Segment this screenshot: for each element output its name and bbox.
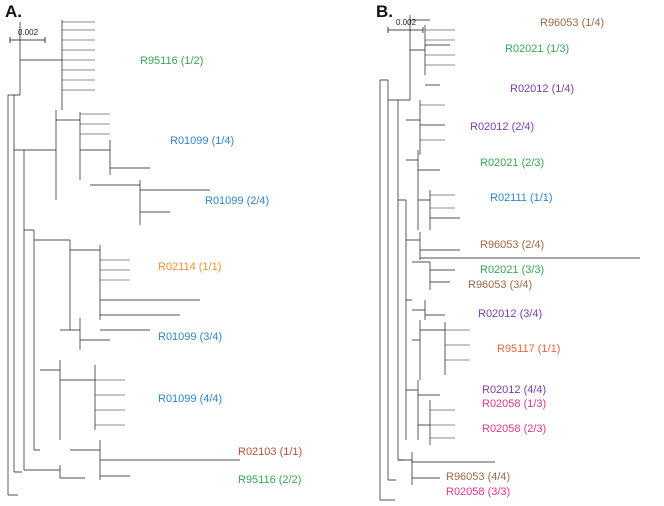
clade-label-b-6: R02111 (1/1): [490, 192, 553, 204]
clade-label-b-12: R02012 (4/4): [482, 384, 546, 396]
panel-b-scale-bar: 0.002: [387, 18, 424, 33]
clade-label-b-15: R96053 (4/4): [446, 471, 510, 483]
panel-b: B. 0.002: [376, 2, 640, 501]
clade-label-b-13: R02058 (1/3): [482, 398, 546, 410]
panel-b-scale-label: 0.002: [396, 18, 417, 27]
panel-a-scale-bar: 0.002: [9, 28, 46, 43]
panel-a-leaves: [62, 21, 130, 426]
panel-b-tree: [379, 15, 640, 501]
clade-label-a-1: R95116 (1/2): [140, 55, 203, 67]
panel-b-leaves: [420, 29, 470, 439]
clade-label-a-7: R02103 (1/1): [238, 446, 302, 458]
clade-label-b-8: R02021 (3/3): [480, 264, 544, 276]
clade-label-b-7: R96053 (2/4): [480, 239, 544, 251]
clade-label-b-14: R02058 (2/3): [482, 423, 546, 435]
clade-label-a-2: R01099 (1/4): [170, 135, 234, 147]
panel-a-label: A.: [5, 2, 22, 21]
clade-label-a-5: R01099 (3/4): [158, 331, 222, 343]
clade-label-b-10: R02012 (3/4): [478, 308, 542, 320]
clade-label-b-2: R02021 (1/3): [505, 43, 569, 55]
clade-label-b-4: R02012 (2/4): [470, 121, 534, 133]
clade-label-a-6: R01099 (4/4): [158, 393, 222, 405]
clade-label-b-1: R96053 (1/4): [540, 17, 604, 29]
clade-label-b-9: R96053 (3/4): [468, 279, 532, 291]
panel-a-tree: [7, 20, 240, 496]
clade-label-b-5: R02021 (2/3): [480, 157, 544, 169]
clade-label-b-3: R02012 (1/4): [510, 83, 574, 95]
clade-label-b-16: R02058 (3/3): [446, 486, 510, 498]
panel-a-scale-label: 0.002: [18, 28, 39, 37]
panel-b-label: B.: [376, 2, 393, 21]
clade-label-a-4: R02114 (1/1): [158, 261, 221, 273]
panel-a: A. 0.002: [5, 2, 302, 496]
clade-label-a-3: R01099 (2/4): [205, 195, 269, 207]
clade-label-b-11: R95117 (1/1): [497, 343, 560, 355]
clade-label-a-8: R95116 (2/2): [238, 474, 301, 486]
